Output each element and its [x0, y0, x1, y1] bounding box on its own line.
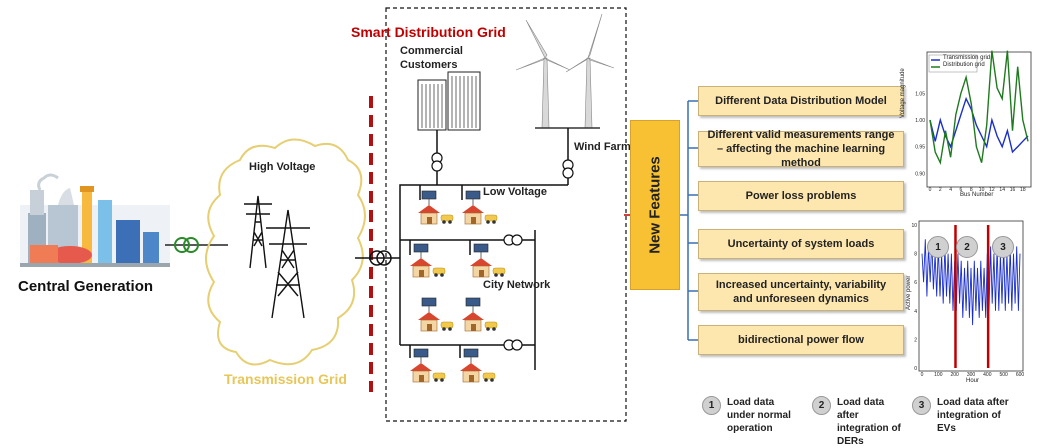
house-icon — [410, 348, 446, 383]
tick-label: 1.05 — [915, 91, 925, 97]
new-features-box: New Features — [630, 120, 680, 290]
house-icon — [462, 297, 498, 332]
legend-number: 1 — [702, 396, 721, 415]
tick-label: 4 — [914, 309, 917, 315]
tick-label: 0.95 — [915, 145, 925, 151]
tick-label: 400 — [983, 372, 992, 378]
house-icon — [418, 297, 454, 332]
tick-label: 0 — [929, 187, 932, 193]
house-icon — [410, 243, 446, 278]
tick-label: 0 — [921, 372, 924, 378]
chart-legend-entry: Transmission grid — [943, 55, 991, 61]
legend-number: 3 — [912, 396, 931, 415]
new-features-label: New Features — [646, 156, 664, 254]
distribution-wiring — [399, 128, 569, 370]
region-marker: 1 — [927, 236, 949, 258]
tick-label: 500 — [999, 372, 1008, 378]
region-marker: 3 — [992, 236, 1014, 258]
house-icon — [470, 243, 506, 278]
tick-label: 2 — [939, 187, 942, 193]
tick-label: 1.00 — [915, 118, 925, 124]
feature-item: Uncertainty of system loads — [698, 229, 904, 259]
tick-label: 12 — [989, 187, 995, 193]
power-plant-illustration — [20, 173, 170, 267]
region-marker: 2 — [956, 236, 978, 258]
commercial-building-icon — [417, 71, 481, 131]
chart-x-label: Bus Number — [960, 192, 994, 198]
commercial-customers-label: Commercial Customers — [400, 45, 463, 71]
feature-item: Power loss problems — [698, 181, 904, 211]
voltage-chart: 0 2 4 6 8 10 12 14 16 18 0.95 1.00 1.05 0.90 — [915, 50, 1032, 193]
feature-bracket — [679, 100, 698, 341]
chart-legend — [928, 54, 978, 73]
legend-item: 3 Load data after integration of EVs — [912, 396, 1015, 435]
tick-label: 300 — [967, 372, 976, 378]
legend-number: 2 — [812, 396, 831, 415]
legend-item: 1 Load data under normal operation — [702, 396, 803, 435]
tick-label: 8 — [970, 187, 973, 193]
feature-item: bidirectional power flow — [698, 325, 904, 355]
tick-label: 8 — [914, 252, 917, 258]
tick-label: 0.90 — [915, 171, 925, 177]
transformer-icon — [174, 237, 190, 253]
house-icons — [410, 190, 506, 383]
legend-text: Load data after integration of DERs — [837, 397, 901, 447]
smart-distribution-grid-label: Smart Distribution Grid — [351, 24, 506, 40]
transformer-icon — [369, 250, 385, 266]
low-voltage-label: Low Voltage — [483, 186, 547, 198]
tick-label: 14 — [999, 187, 1005, 193]
house-icon — [462, 190, 498, 225]
city-network-label: City Network — [483, 279, 551, 291]
chart-y-label: Voltage magnitude — [900, 68, 906, 118]
central-generation-label: Central Generation — [18, 278, 154, 295]
tick-label: 0 — [914, 366, 917, 372]
house-icon — [460, 348, 496, 383]
tick-label: 16 — [1010, 187, 1016, 193]
house-icon — [418, 190, 454, 225]
tick-label: 6 — [960, 187, 963, 193]
tick-label: 6 — [914, 280, 917, 286]
tick-label: 100 — [934, 372, 943, 378]
transmission-grid-label: Transmission Grid — [224, 371, 347, 387]
chart-legend-entry: Distribution grid — [943, 62, 985, 68]
tick-label: 10 — [911, 223, 917, 229]
series-line — [929, 50, 1029, 166]
chart-x-label: Hour — [966, 378, 980, 384]
smart-grid-box — [385, 7, 627, 422]
tick-label: 18 — [1020, 187, 1026, 193]
transformer-icon — [431, 152, 574, 351]
wind-farms-label: Wind Farms — [574, 141, 637, 153]
feature-item: Increased uncertainty, variability and u… — [698, 273, 904, 311]
chart-y-label: Active power — [906, 275, 912, 310]
high-voltage-label: High Voltage — [249, 161, 316, 173]
feature-item: Different Data Distribution Model — [698, 86, 904, 116]
feature-item: Different valid measurements range – aff… — [698, 129, 904, 169]
transmission-tower-icon — [244, 195, 310, 319]
legend-item: 2 Load data after integration of DERs — [812, 396, 903, 448]
legend-text: Load data after integration of EVs — [937, 397, 1009, 434]
legend-text: Load data under normal operation — [727, 397, 791, 434]
tick-label: 600 — [1016, 372, 1025, 378]
transmission-cloud — [205, 138, 366, 366]
wind-turbine-icon — [515, 13, 615, 129]
tick-label: 10 — [979, 187, 985, 193]
tick-label: 4 — [949, 187, 952, 193]
tick-label: 2 — [914, 337, 917, 343]
tick-label: 200 — [950, 372, 959, 378]
